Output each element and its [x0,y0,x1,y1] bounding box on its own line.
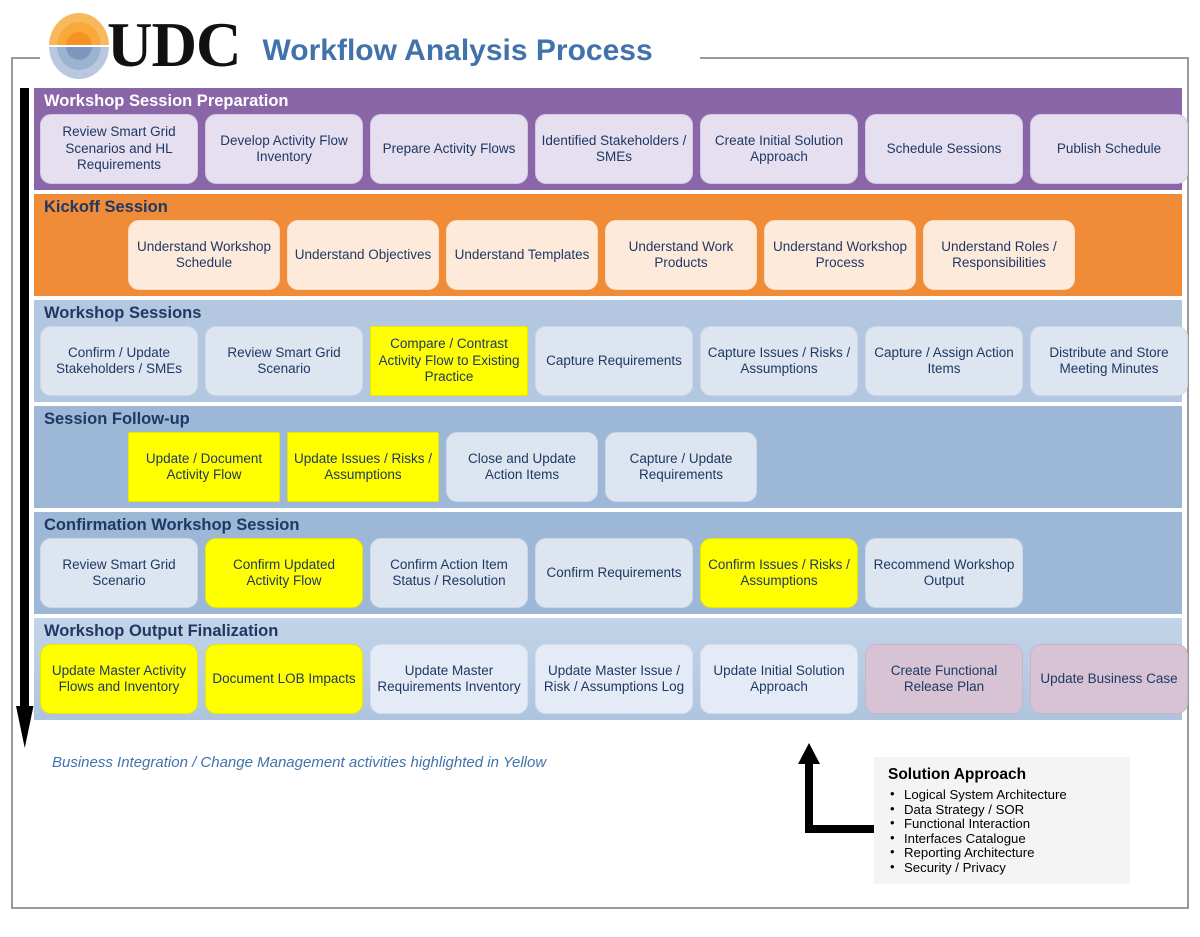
udc-concentric-circle-logo [45,12,113,80]
process-box[interactable]: Confirm Updated Activity Flow [205,538,363,608]
process-box[interactable]: Confirm Issues / Risks / Assumptions [700,538,858,608]
process-box[interactable]: Document LOB Impacts [205,644,363,714]
process-box[interactable]: Update / Document Activity Flow [128,432,280,502]
process-box[interactable]: Compare / Contrast Activity Flow to Exis… [370,326,528,396]
legend-footnote: Business Integration / Change Management… [52,754,547,771]
process-box[interactable]: Capture / Update Requirements [605,432,757,502]
band-title: Confirmation Workshop Session [44,516,300,534]
band-title: Workshop Output Finalization [44,622,279,640]
process-box[interactable]: Update Master Requirements Inventory [370,644,528,714]
callout-title: Solution Approach [888,766,1027,783]
callout-list-item: Interfaces Catalogue [888,831,1120,847]
band-title: Workshop Session Preparation [44,92,289,110]
brand-wordmark: UDC [107,10,241,80]
callout-list-item: Functional Interaction [888,816,1120,832]
process-box[interactable]: Understand Roles / Responsibilities [923,220,1075,290]
process-box[interactable]: Capture Requirements [535,326,693,396]
frame-title-gap [40,50,700,64]
callout-list: Logical System ArchitectureData Strategy… [888,787,1120,876]
callout-list-item: Logical System Architecture [888,787,1120,803]
elbow-arrow-up-icon [795,740,895,840]
page-header: UDC Workflow Analysis Process [45,8,653,83]
process-box[interactable]: Update Master Issue / Risk / Assumptions… [535,644,693,714]
process-box[interactable]: Confirm Requirements [535,538,693,608]
process-box[interactable]: Review Smart Grid Scenario [40,538,198,608]
process-box[interactable]: Prepare Activity Flows [370,114,528,184]
process-box[interactable]: Schedule Sessions [865,114,1023,184]
process-box[interactable]: Update Initial Solution Approach [700,644,858,714]
process-box[interactable]: Capture Issues / Risks / Assumptions [700,326,858,396]
process-box[interactable]: Create Functional Release Plan [865,644,1023,714]
process-box[interactable]: Create Initial Solution Approach [700,114,858,184]
down-arrow-icon [16,88,38,750]
page-title: Workflow Analysis Process [262,33,653,67]
process-box[interactable]: Understand Templates [446,220,598,290]
process-box[interactable]: Review Smart Grid Scenario [205,326,363,396]
process-box[interactable]: Update Business Case [1030,644,1188,714]
process-box[interactable]: Update Master Activity Flows and Invento… [40,644,198,714]
process-box[interactable]: Understand Workshop Schedule [128,220,280,290]
process-box[interactable]: Confirm Action Item Status / Resolution [370,538,528,608]
process-box[interactable]: Understand Objectives [287,220,439,290]
process-box[interactable]: Update Issues / Risks / Assumptions [287,432,439,502]
callout-list-item: Reporting Architecture [888,845,1120,861]
band-title: Workshop Sessions [44,304,202,322]
callout-list-item: Data Strategy / SOR [888,802,1120,818]
band-title: Session Follow-up [44,410,190,428]
process-box[interactable]: Review Smart Grid Scenarios and HL Requi… [40,114,198,184]
process-box[interactable]: Identified Stakeholders / SMEs [535,114,693,184]
band-title: Kickoff Session [44,198,168,216]
process-box[interactable]: Develop Activity Flow Inventory [205,114,363,184]
band-box-row: Update Master Activity Flows and Invento… [40,644,1188,714]
process-box[interactable]: Distribute and Store Meeting Minutes [1030,326,1188,396]
process-box[interactable]: Confirm / Update Stakeholders / SMEs [40,326,198,396]
band-box-row: Review Smart Grid Scenarios and HL Requi… [40,114,1188,184]
process-box[interactable]: Publish Schedule [1030,114,1188,184]
callout-list-item: Security / Privacy [888,860,1120,876]
process-box[interactable]: Understand Work Products [605,220,757,290]
process-box[interactable]: Recommend Workshop Output [865,538,1023,608]
process-box[interactable]: Understand Workshop Process [764,220,916,290]
process-box[interactable]: Capture / Assign Action Items [865,326,1023,396]
solution-approach-callout: Solution Approach Logical System Archite… [874,757,1130,884]
process-box[interactable]: Close and Update Action Items [446,432,598,502]
